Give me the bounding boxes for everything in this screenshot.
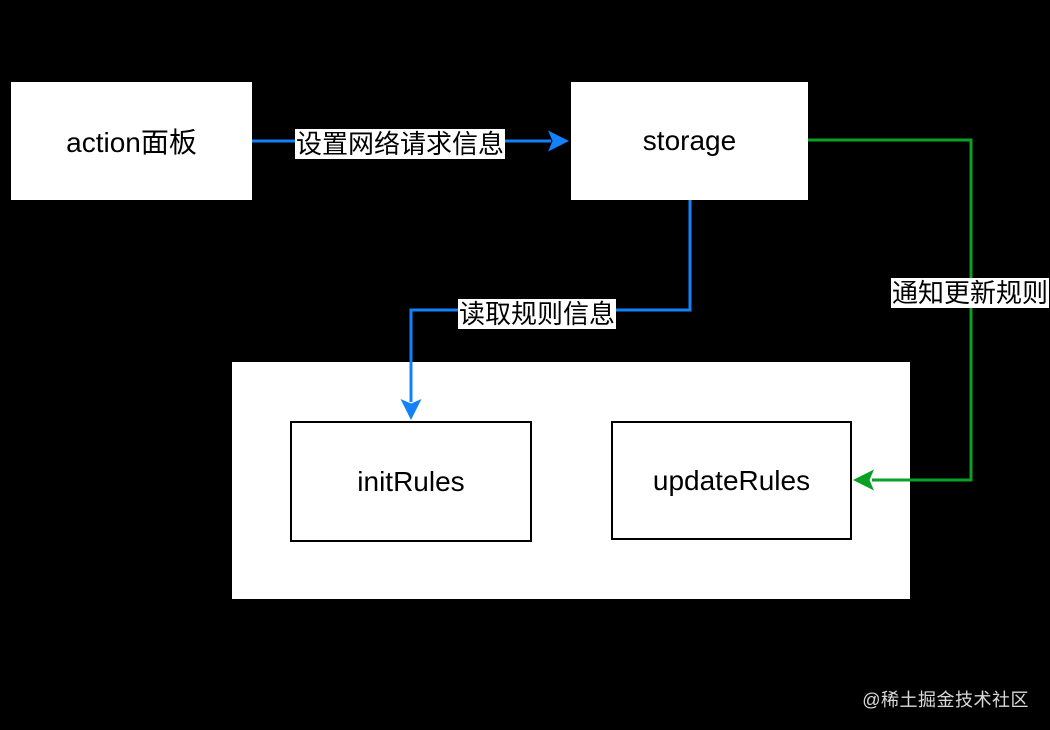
node-storage-label: storage (642, 125, 737, 156)
edge-set-network-request-arrowhead (548, 130, 569, 152)
node-action-panel-label: action面板 (66, 127, 197, 158)
node-update-rules: updateRules (611, 421, 852, 540)
node-init-rules: initRules (290, 421, 532, 542)
node-action-panel: action面板 (11, 82, 252, 200)
edge-label-read-rules: 读取规则信息 (458, 299, 617, 329)
node-init-rules-label: initRules (357, 465, 465, 497)
node-storage: storage (571, 82, 808, 200)
watermark-text: @稀土掘金技术社区 (862, 690, 1029, 710)
edge-label-notify-update-rules: 通知更新规则 (891, 278, 1050, 308)
node-update-rules-label: updateRules (652, 464, 811, 496)
edge-label-set-network-request: 设置网络请求信息 (295, 129, 506, 159)
